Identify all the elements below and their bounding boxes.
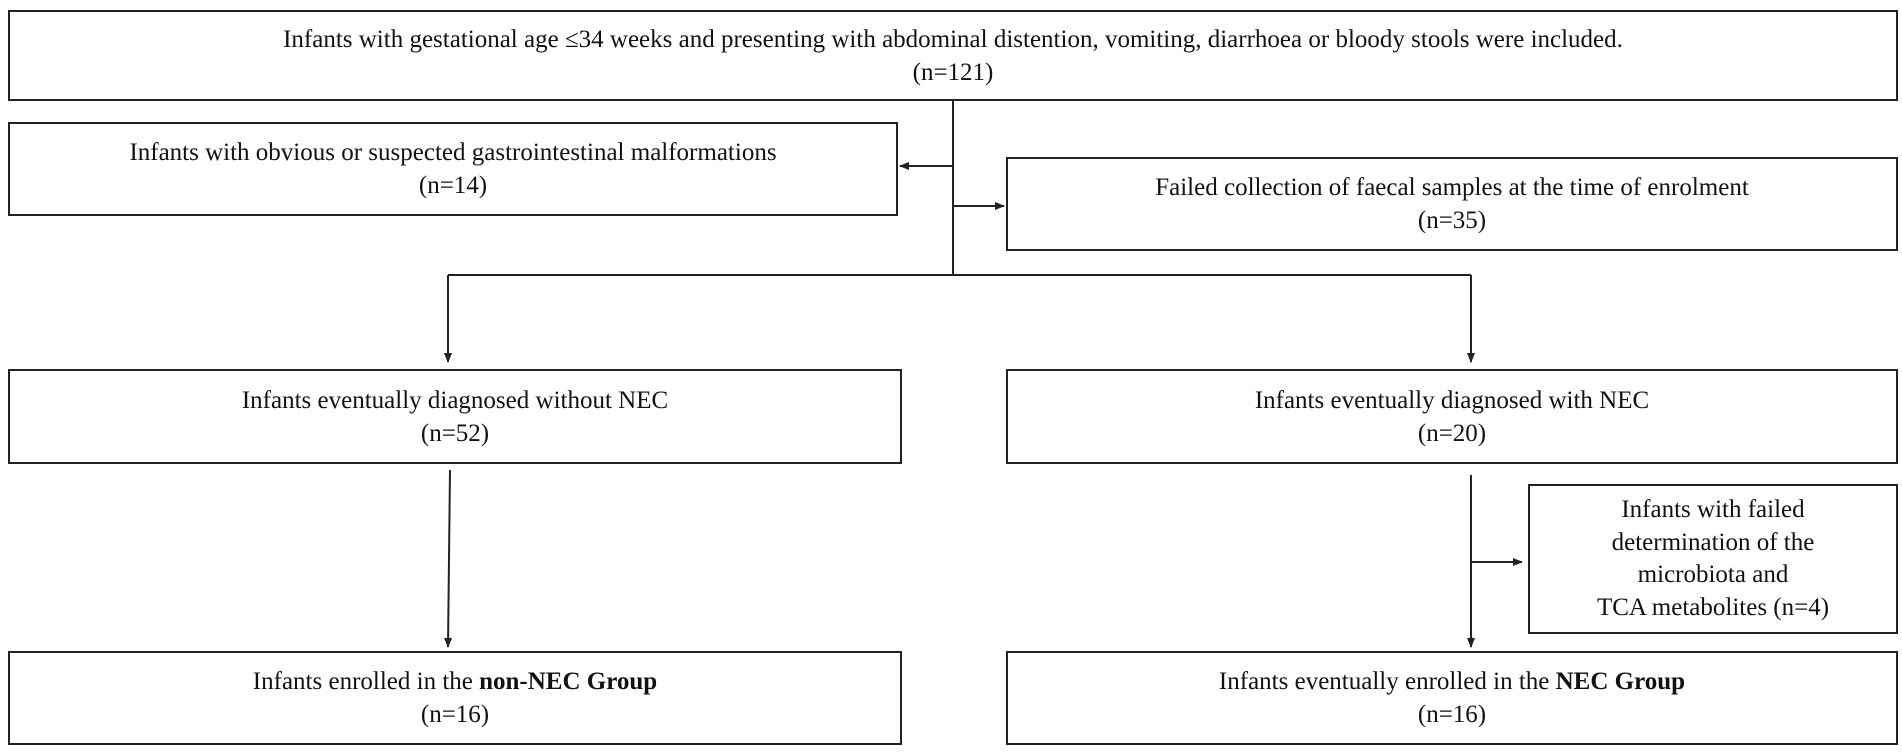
malformations-box: Infants with obvious or suspected gastro… [8, 122, 898, 216]
nec-group-box: Infants eventually enrolled in the NEC G… [1006, 651, 1898, 745]
failed-determination-line2: determination of the [1611, 528, 1815, 556]
without-nec-box: Infants eventually diagnosed without NEC… [8, 369, 902, 464]
without-nec-text: Infants eventually diagnosed without NEC [241, 386, 669, 414]
failed-collection-text: Failed collection of faecal samples at t… [1155, 174, 1749, 201]
failed-determination-line3: microbiota and [1637, 561, 1789, 588]
nec-group-prefix: Infants eventually enrolled in the [1218, 668, 1556, 695]
nec-group-name: NEC Group [1555, 668, 1686, 695]
non-nec-group-count: (n=16) [420, 701, 490, 728]
with-nec-box: Infants eventually diagnosed with NEC (n… [1006, 369, 1898, 464]
nec-group-count: (n=16) [1417, 701, 1487, 728]
non-nec-group-text: Infants enrolled in the non-NEC Group [253, 665, 657, 698]
failed-determination-line4: TCA metabolites (n=4) [1596, 593, 1830, 621]
non-nec-group-name: non-NEC Group [479, 668, 658, 695]
included-count: (n=121) [912, 58, 994, 86]
failed-determination-box: Infants with failed determination of the… [1528, 484, 1898, 634]
failed-determination-line1: Infants with failed [1621, 496, 1805, 523]
failed-collection-box: Failed collection of faecal samples at t… [1006, 157, 1898, 251]
malformations-count: (n=14) [418, 172, 488, 199]
malformations-text: Infants with obvious or suspected gastro… [129, 139, 777, 166]
included-box: Infants with gestational age ≤34 weeks a… [8, 10, 1898, 101]
arrow-to-non-nec-group [444, 469, 453, 648]
failed-collection-count: (n=35) [1417, 207, 1487, 234]
non-nec-group-prefix: Infants enrolled in the [252, 668, 480, 695]
with-nec-text: Infants eventually diagnosed with NEC [1254, 386, 1650, 414]
non-nec-group-box: Infants enrolled in the non-NEC Group (n… [8, 651, 902, 745]
included-text: Infants with gestational age ≤34 weeks a… [283, 25, 1623, 53]
without-nec-count: (n=52) [420, 419, 490, 447]
with-nec-count: (n=20) [1417, 419, 1487, 447]
nec-group-text: Infants eventually enrolled in the NEC G… [1219, 665, 1685, 698]
